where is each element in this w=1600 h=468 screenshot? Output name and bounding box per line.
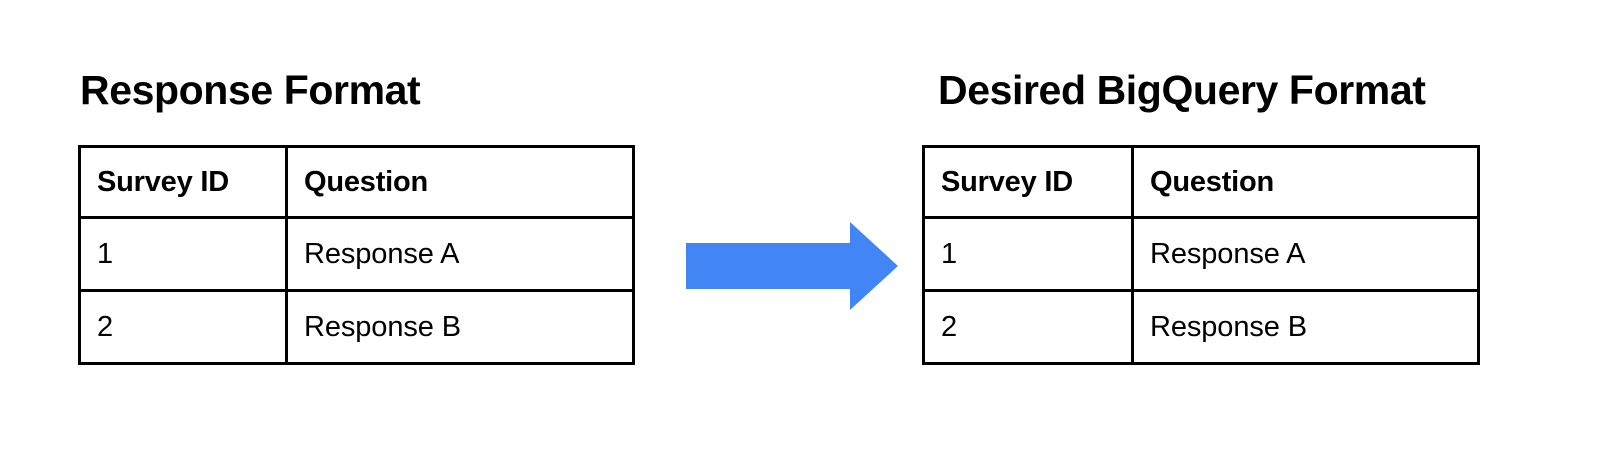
table-header-row: Survey ID Question bbox=[922, 145, 1480, 219]
table-response-format: Survey ID Question 1 Response A 2 Respon… bbox=[78, 145, 635, 365]
cell-question: Response B bbox=[1131, 289, 1480, 365]
column-header-question: Question bbox=[1131, 145, 1480, 219]
table-row: 1 Response A bbox=[922, 216, 1480, 292]
cell-question: Response B bbox=[285, 289, 635, 365]
panel-title-desired-bigquery-format: Desired BigQuery Format bbox=[938, 67, 1426, 113]
right-arrow-icon bbox=[686, 218, 898, 314]
table-desired-bigquery-format: Survey ID Question 1 Response A 2 Respon… bbox=[922, 145, 1480, 365]
panel-title-response-format: Response Format bbox=[80, 67, 421, 113]
table-row: 2 Response B bbox=[922, 289, 1480, 365]
table-header-row: Survey ID Question bbox=[78, 145, 635, 219]
cell-survey-id: 1 bbox=[78, 216, 288, 292]
column-header-question: Question bbox=[285, 145, 635, 219]
cell-question: Response A bbox=[1131, 216, 1480, 292]
cell-survey-id: 2 bbox=[78, 289, 288, 365]
column-header-survey-id: Survey ID bbox=[78, 145, 288, 219]
column-header-survey-id: Survey ID bbox=[922, 145, 1134, 219]
table-row: 1 Response A bbox=[78, 216, 635, 292]
cell-survey-id: 2 bbox=[922, 289, 1134, 365]
cell-survey-id: 1 bbox=[922, 216, 1134, 292]
cell-question: Response A bbox=[285, 216, 635, 292]
table-row: 2 Response B bbox=[78, 289, 635, 365]
